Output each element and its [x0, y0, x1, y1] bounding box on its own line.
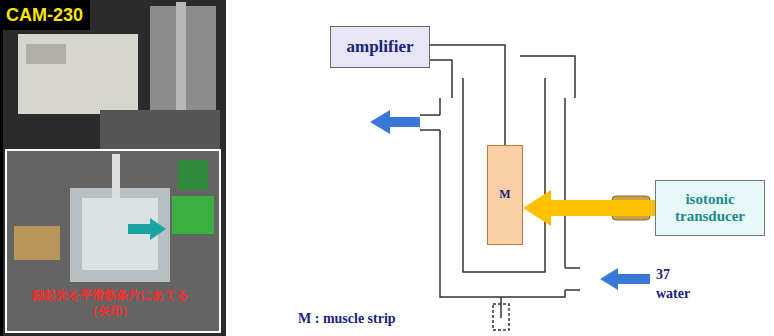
medium-name: water	[656, 285, 690, 303]
inset-photo	[6, 150, 220, 332]
temperature-value: 37	[656, 266, 670, 284]
photo-background	[0, 0, 226, 336]
screw-rod	[500, 297, 502, 318]
light-arrow	[128, 218, 166, 240]
device-name: CAM-230	[6, 4, 83, 27]
photo-corner	[0, 0, 90, 30]
green-clamp	[178, 160, 208, 190]
inflow-arrow	[600, 268, 650, 290]
frame-line	[430, 60, 452, 98]
transducer-box: isotonic transducer	[655, 180, 765, 236]
green-clamp	[172, 196, 214, 234]
screw	[493, 304, 509, 330]
chamber-wall	[463, 78, 545, 272]
photo-border	[0, 0, 3, 336]
light-arrow	[551, 200, 655, 216]
bath-cube	[70, 188, 170, 282]
photo-caption: 励起光を平滑筋条片にあてる（矢印）	[30, 288, 190, 319]
muscle-strip-box: M	[487, 145, 523, 245]
lamp-head	[14, 226, 60, 260]
inlet-tube	[565, 268, 580, 290]
legend-note: M : muscle strip	[298, 310, 396, 328]
outflow-arrow	[370, 110, 420, 134]
amplifier-box: amplifier	[330, 26, 430, 68]
signal-wire	[430, 45, 505, 145]
frame-line	[520, 56, 575, 98]
node-text: amplifier	[346, 37, 413, 57]
node-text: M	[499, 188, 510, 202]
bath-wall	[564, 98, 566, 268]
equipment-base	[100, 110, 220, 150]
equipment-box	[18, 34, 138, 114]
holder-rod	[112, 154, 120, 198]
outlet-tube	[420, 115, 440, 130]
node-text: isotonic transducer	[665, 191, 755, 226]
bath-wall	[439, 98, 441, 115]
equipment-panel	[26, 44, 66, 64]
